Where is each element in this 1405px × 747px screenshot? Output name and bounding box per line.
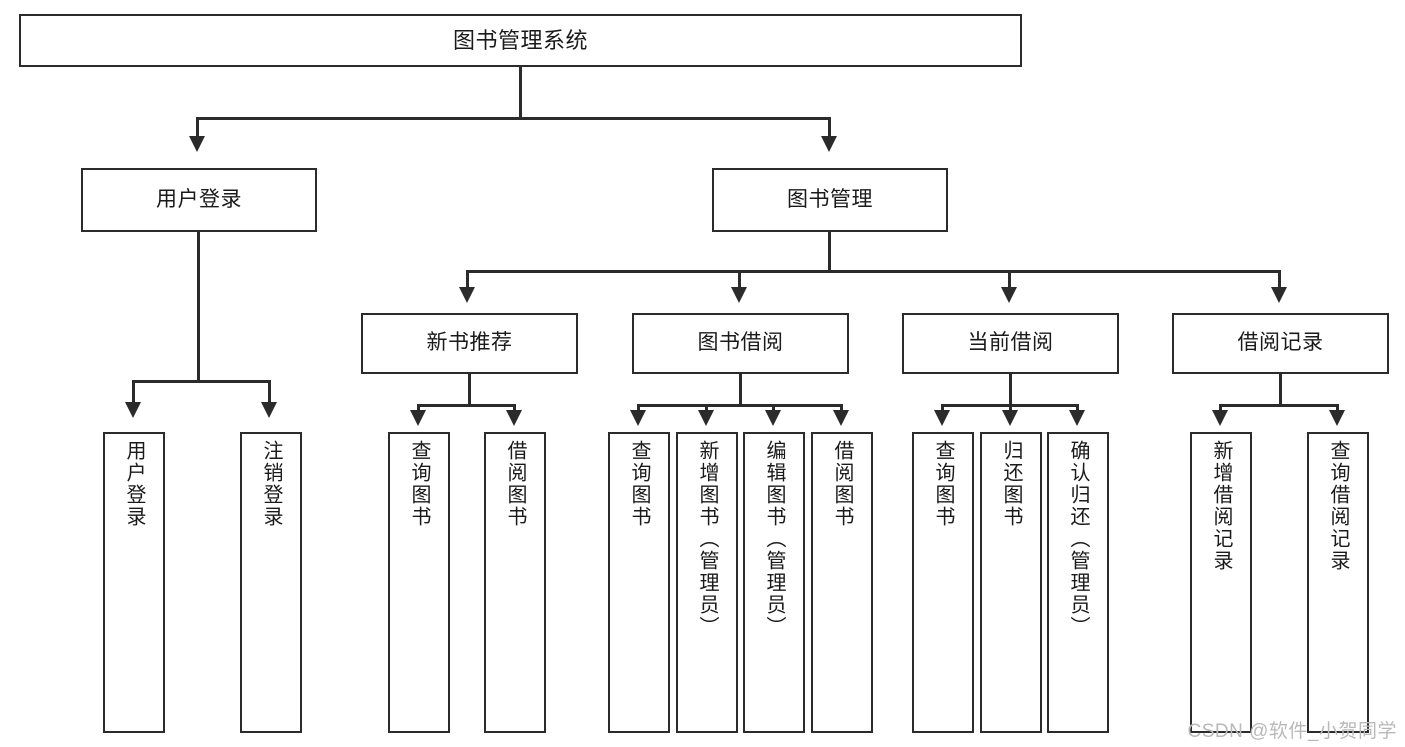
connector-root-to-book-management	[828, 117, 831, 140]
node-leaf-add-book[interactable]: 新增图书（管理员）	[676, 432, 738, 733]
arrowhead-new-book-recommend	[459, 287, 475, 303]
node-leaf-query-book-2[interactable]: 查询图书	[608, 432, 670, 733]
connector-borrow-record-stem	[1279, 374, 1282, 406]
arrowhead-leaf-query-record	[1329, 410, 1345, 426]
node-book-management[interactable]: 图书管理	[712, 168, 948, 232]
connector-level3-bus	[466, 270, 1280, 273]
node-label: 查询图书	[628, 440, 650, 528]
connector-current-borrow-stem	[1009, 374, 1012, 406]
node-leaf-user-login[interactable]: 用户登录	[103, 432, 165, 733]
arrowhead-leaf-edit-book	[765, 410, 781, 426]
node-label: 用户登录	[156, 187, 242, 211]
node-leaf-confirm-return[interactable]: 确认归还（管理员）	[1047, 432, 1109, 733]
arrowhead-current-borrow	[1001, 287, 1017, 303]
node-label: 新增图书（管理员）	[696, 440, 718, 638]
arrowhead-borrow-record	[1271, 287, 1287, 303]
node-label: 查询图书	[932, 440, 954, 528]
arrowhead-leaf-borrow-book-2	[833, 410, 849, 426]
arrowhead-leaf-confirm-return	[1069, 410, 1085, 426]
node-label: 编辑图书（管理员）	[763, 440, 785, 638]
csdn-watermark: CSDN @软件_小贺同学	[1187, 721, 1397, 742]
arrowhead-leaf-logout-login	[261, 402, 277, 418]
arrowhead-leaf-borrow-book-1	[506, 410, 522, 426]
node-label: 图书管理	[787, 187, 873, 211]
node-label: 新增借阅记录	[1210, 440, 1232, 572]
connector-to-current-borrow	[1008, 270, 1011, 290]
node-leaf-add-record[interactable]: 新增借阅记录	[1190, 432, 1252, 733]
connector-root-bus	[196, 117, 831, 120]
connector-book-management-stem	[828, 232, 831, 272]
arrowhead-leaf-add-book	[698, 410, 714, 426]
connector-to-borrow-record	[1278, 270, 1281, 290]
node-leaf-query-record[interactable]: 查询借阅记录	[1307, 432, 1369, 733]
node-label: 图书借阅	[697, 331, 784, 355]
arrowhead-leaf-user-login	[125, 402, 141, 418]
node-borrow-record[interactable]: 借阅记录	[1172, 313, 1389, 374]
node-leaf-borrow-book-2[interactable]: 借阅图书	[811, 432, 873, 733]
connector-user-login-drop-1	[132, 380, 135, 406]
connector-user-login-stem	[197, 232, 200, 382]
node-book-borrow[interactable]: 图书借阅	[632, 313, 849, 374]
node-leaf-query-book-3[interactable]: 查询图书	[912, 432, 974, 733]
node-label: 图书管理系统	[452, 27, 588, 53]
arrowhead-user-login	[189, 136, 205, 152]
arrowhead-leaf-query-book-2	[630, 410, 646, 426]
arrowhead-book-borrow	[731, 287, 747, 303]
node-label: 确认归还（管理员）	[1067, 440, 1089, 638]
arrowhead-book-management	[821, 136, 837, 152]
node-label: 借阅图书	[504, 440, 526, 528]
connector-user-login-bus	[132, 380, 270, 383]
connector-root-to-user-login	[196, 117, 199, 140]
arrowhead-leaf-return-book	[1002, 410, 1018, 426]
node-label: 借阅图书	[831, 440, 853, 528]
arrowhead-leaf-add-record	[1212, 410, 1228, 426]
node-label: 归还图书	[1000, 440, 1022, 528]
node-label: 新书推荐	[426, 331, 513, 355]
connector-new-book-recommend-stem	[468, 374, 471, 406]
node-label: 借阅记录	[1237, 331, 1324, 355]
node-leaf-query-book-1[interactable]: 查询图书	[388, 432, 450, 733]
node-label: 查询图书	[408, 440, 430, 528]
node-leaf-borrow-book-1[interactable]: 借阅图书	[484, 432, 546, 733]
arrowhead-leaf-query-book-1	[410, 410, 426, 426]
connector-book-borrow-stem	[739, 374, 742, 406]
node-leaf-logout-login[interactable]: 注销登录	[240, 432, 302, 733]
node-label: 查询借阅记录	[1327, 440, 1349, 572]
node-new-book-recommend[interactable]: 新书推荐	[361, 313, 578, 374]
node-current-borrow[interactable]: 当前借阅	[902, 313, 1119, 374]
connector-to-new-book-recommend	[466, 270, 469, 290]
node-leaf-return-book[interactable]: 归还图书	[980, 432, 1042, 733]
connector-borrow-record-bus	[1219, 404, 1338, 407]
connector-root-stem	[519, 67, 522, 119]
node-leaf-edit-book[interactable]: 编辑图书（管理员）	[743, 432, 805, 733]
connector-to-book-borrow	[738, 270, 741, 290]
node-label: 当前借阅	[967, 331, 1054, 355]
node-label: 用户登录	[123, 440, 145, 528]
node-label: 注销登录	[260, 440, 282, 528]
node-root-system[interactable]: 图书管理系统	[19, 14, 1022, 67]
connector-book-borrow-bus	[637, 404, 842, 407]
connector-new-book-recommend-bus	[417, 404, 515, 407]
arrowhead-leaf-query-book-3	[934, 410, 950, 426]
connector-user-login-drop-2	[268, 380, 271, 406]
node-user-login[interactable]: 用户登录	[81, 168, 317, 232]
